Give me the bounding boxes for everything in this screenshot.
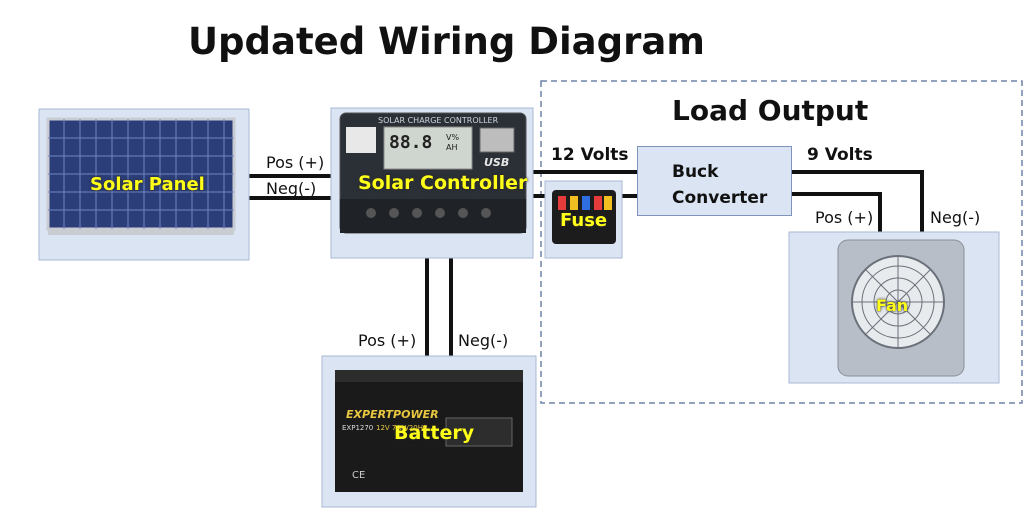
solar-panel: [38, 108, 250, 261]
load-output-region: [540, 80, 1023, 404]
buck-label-line-1: Buck: [672, 162, 719, 182]
page-title: Updated Wiring Diagram: [188, 20, 705, 63]
panel-pos-label: Pos (+): [266, 153, 325, 172]
controller-display-unit-bottom: AH: [446, 143, 458, 152]
controller-display-text: 88.8: [389, 132, 433, 153]
panel-neg-label: Neg(-): [266, 179, 317, 198]
battery-rating-text: 12V 7AH/20HR: [376, 424, 428, 432]
volts-in-label: 12 Volts: [551, 145, 629, 165]
solar-controller-label: Solar Controller: [358, 172, 528, 194]
wire-buck-fan-pos: [792, 192, 882, 232]
fan-neg-label: Neg(-): [930, 208, 981, 227]
fuse-block: [544, 180, 623, 259]
fan-pos-label: Pos (+): [815, 208, 874, 227]
controller-header-text: SOLAR CHARGE CONTROLLER: [378, 116, 499, 125]
controller-usb-text: USB: [484, 156, 510, 169]
battery-model-text: EXP1270: [342, 424, 374, 432]
solar-panel-label: Solar Panel: [90, 174, 205, 195]
battery-neg-label: Neg(-): [458, 331, 509, 350]
load-output-title: Load Output: [672, 94, 869, 127]
fan-label: Fan: [876, 296, 909, 315]
battery-label: Battery: [394, 422, 475, 444]
fan: [788, 231, 1000, 384]
battery-brand-text: EXPERTPOWER: [346, 408, 439, 421]
wires: [249, 170, 924, 356]
buck-converter: Buck Converter: [637, 146, 792, 216]
volts-out-label: 9 Volts: [807, 145, 873, 165]
battery: [321, 355, 537, 508]
solar-controller: [330, 107, 534, 259]
controller-display-unit-top: V%: [446, 133, 460, 142]
buck-label-line-2: Converter: [672, 188, 768, 208]
fuse-label: Fuse: [560, 210, 608, 231]
wire-buck-fan-neg: [792, 170, 924, 232]
battery-ce-text: CE: [352, 470, 366, 481]
battery-pos-label: Pos (+): [358, 331, 417, 350]
